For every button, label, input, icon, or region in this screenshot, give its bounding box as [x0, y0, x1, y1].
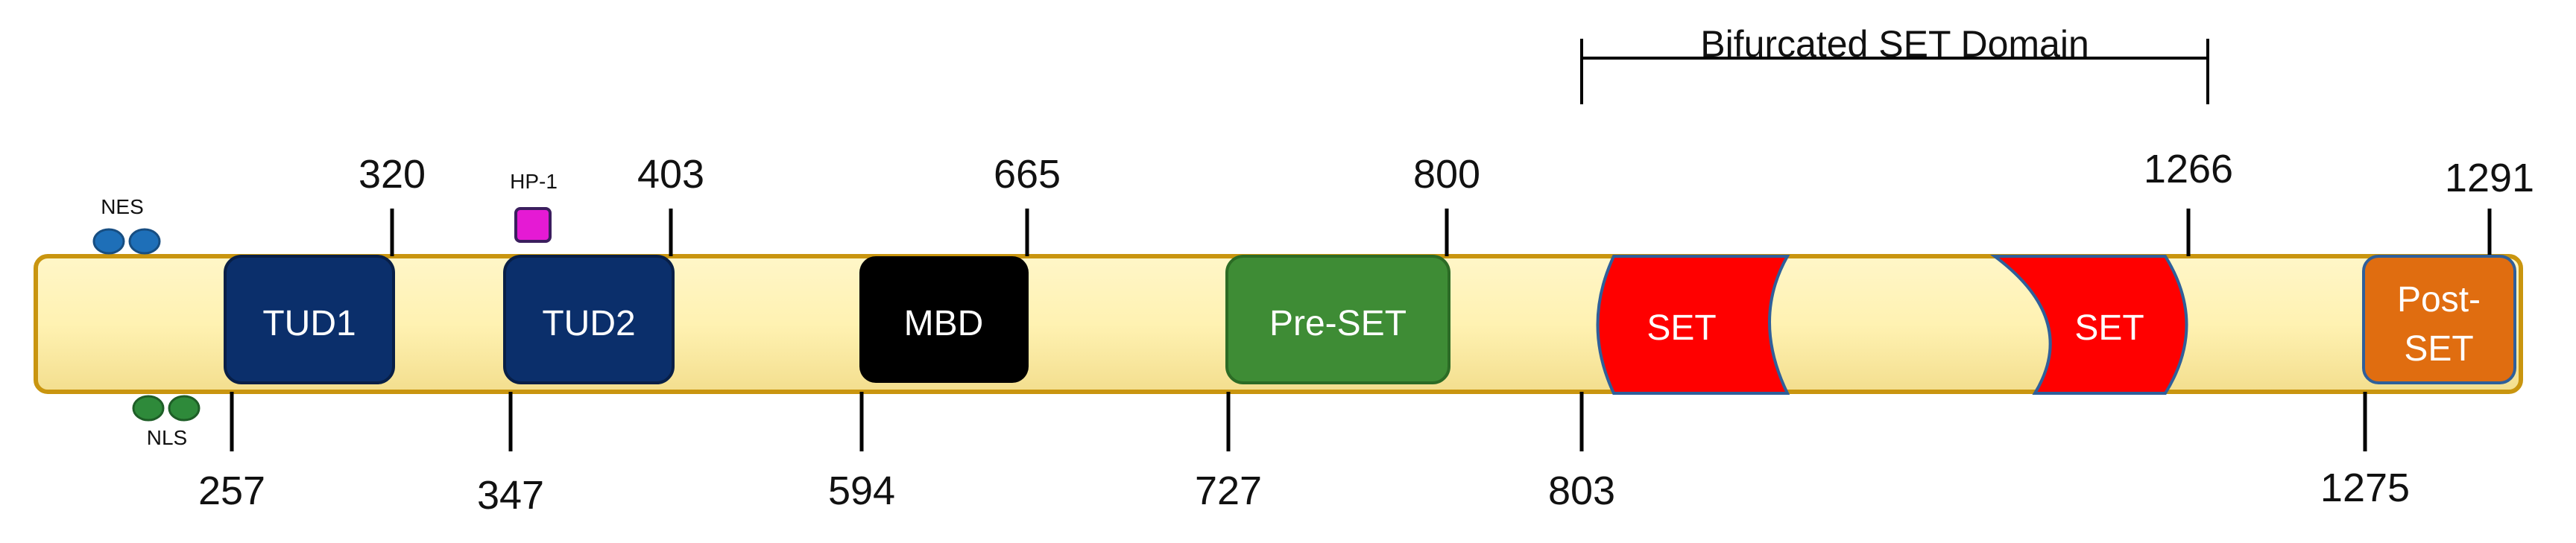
domain-tud2-label: TUD2 — [542, 304, 635, 343]
domain-pre-set — [1225, 255, 1450, 384]
nes-label: NES — [101, 195, 144, 218]
domain-post-set-label-line1: Post- — [2397, 280, 2481, 320]
nls-motif-markers — [132, 395, 201, 422]
position-label-top: 320 — [358, 152, 426, 197]
domain-tud2 — [503, 255, 675, 384]
bifurcated-set-bracket — [1580, 39, 2209, 104]
position-label-top: 665 — [993, 152, 1061, 197]
domain-set-left-label: SET — [1647, 308, 1716, 348]
domain-set-right-label: SET — [2074, 308, 2144, 348]
position-label-top: 1291 — [2444, 156, 2535, 200]
nes-motif-markers — [92, 228, 161, 255]
nls-label: NLS — [146, 426, 188, 449]
bottom-ticks — [230, 392, 2367, 451]
domain-mbd-label: MBD — [904, 304, 984, 343]
bifurcated-set-title: Bifurcated SET Domain — [1700, 23, 2089, 65]
domain-mbd — [859, 256, 1029, 383]
domain-pre-set-label: Pre-SET — [1269, 304, 1407, 343]
domain-post-set — [2362, 255, 2516, 384]
domain-set-left — [1596, 255, 1790, 395]
position-label-bottom: 257 — [198, 469, 266, 513]
position-label-bottom: 727 — [1194, 469, 1263, 513]
hp1-motif-marker — [514, 207, 552, 243]
domain-set-right — [1989, 255, 2188, 395]
position-label-bottom: 803 — [1547, 469, 1616, 513]
position-label-top: 800 — [1412, 152, 1481, 197]
position-label-bottom: 594 — [827, 469, 896, 513]
domain-post-set-label-line2: SET — [2404, 329, 2473, 369]
top-ticks — [390, 209, 2492, 256]
position-label-bottom: 347 — [476, 473, 545, 518]
domain-tud1 — [224, 255, 395, 384]
hp1-label: HP-1 — [510, 170, 558, 193]
position-label-top: 1266 — [2143, 147, 2234, 191]
position-label-bottom: 1275 — [2320, 466, 2411, 510]
position-label-top: 403 — [637, 152, 705, 197]
domain-tud1-label: TUD1 — [262, 304, 356, 343]
